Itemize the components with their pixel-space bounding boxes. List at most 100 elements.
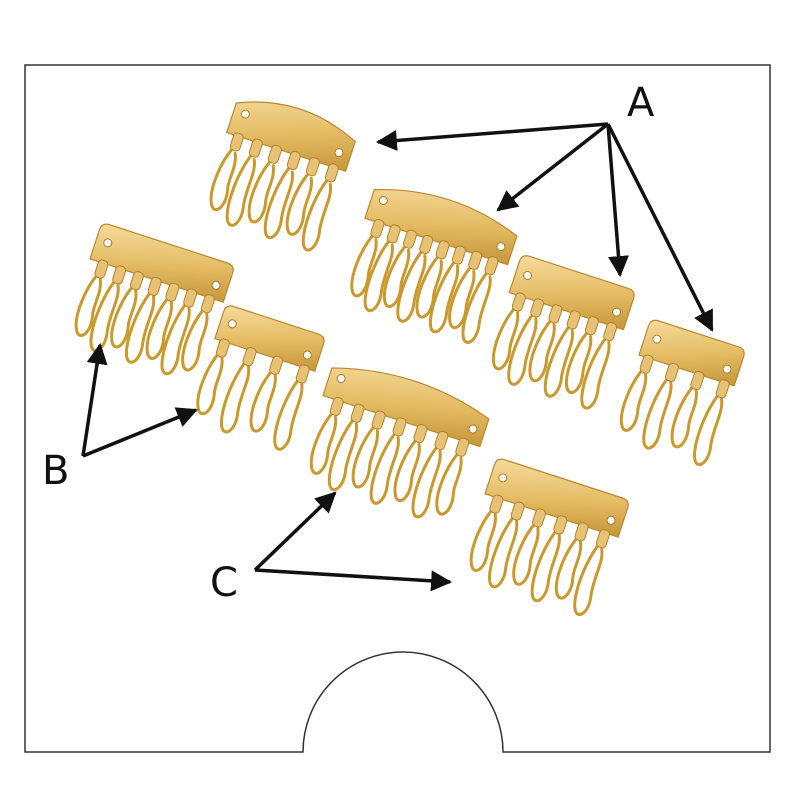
hinge-knuckle (468, 250, 483, 270)
key-hook (209, 143, 238, 212)
key-hook (528, 314, 557, 383)
brass-plate (638, 319, 745, 387)
hinge-knuckle (574, 522, 589, 542)
key-holder-group (74, 101, 745, 617)
key-hook (415, 251, 444, 319)
hinge-knuckle (200, 294, 215, 314)
key-hook (350, 229, 378, 298)
mount-hole (378, 196, 388, 206)
hinge-knuckle (392, 417, 407, 437)
holder-b2 (196, 305, 325, 451)
hinge-knuckle (324, 163, 339, 183)
frame-outline (24, 64, 771, 753)
holder-c1 (309, 367, 490, 519)
mount-hole (211, 280, 221, 290)
key-hook (573, 539, 604, 617)
hinge-knuckle (112, 265, 127, 285)
key-hook (512, 518, 540, 586)
arrow-a2 (496, 122, 610, 212)
hinge-knuckle (484, 256, 499, 276)
mount-hole (468, 424, 478, 434)
key-hook (249, 365, 278, 433)
key-hook (219, 356, 251, 434)
hinge-knuckle (386, 224, 401, 244)
holder-b1 (74, 223, 234, 376)
key-hook (565, 326, 593, 395)
key-hook (225, 149, 257, 227)
brass-plate (364, 189, 518, 266)
arrow-group (81, 122, 714, 592)
mount-hole (103, 238, 113, 248)
mount-hole (334, 148, 344, 158)
key-hook (263, 162, 295, 240)
brass-plate (225, 101, 356, 172)
hinge-knuckle (715, 379, 730, 399)
key-hook (530, 525, 562, 603)
key-hook (543, 320, 575, 398)
key-hook (124, 286, 156, 364)
key-hook (74, 269, 103, 337)
hinge-knuckle (295, 364, 310, 384)
key-hook (448, 261, 476, 330)
hinge-knuckle (413, 424, 428, 444)
key-hook (396, 245, 427, 323)
key-hook (247, 156, 276, 224)
key-hook (285, 168, 314, 236)
key-hook (110, 281, 138, 349)
hinge-knuckle (329, 396, 344, 417)
hinge-knuckle (94, 259, 109, 279)
hinge-knuckle (690, 370, 705, 391)
hinge-knuckle (435, 240, 450, 260)
brass-plate (508, 255, 635, 331)
hinge-knuckle (165, 282, 180, 302)
mount-hole (498, 473, 508, 483)
mount-hole (302, 350, 312, 360)
mount-hole (240, 109, 250, 119)
hinge-knuckle (455, 437, 470, 457)
arrow-a1 (375, 122, 609, 151)
key-hook (382, 240, 411, 308)
hinge-knuckle (248, 138, 263, 158)
key-hook (491, 302, 520, 371)
key-hook (488, 511, 519, 589)
label-c: C (210, 560, 238, 606)
hinge-knuckle (183, 288, 198, 308)
hinge-knuckle (147, 276, 162, 296)
hinge-knuckle (530, 298, 545, 318)
key-hook (461, 267, 493, 344)
arrow-c1 (253, 491, 337, 572)
hinge-knuckle (215, 338, 230, 358)
hinge-knuckle (129, 271, 144, 291)
key-hook (160, 298, 192, 376)
hinge-knuckle (489, 494, 504, 514)
hinge-knuckle (451, 245, 466, 265)
key-hook (309, 407, 338, 475)
holder-c2 (469, 458, 629, 617)
arrow-a3 (606, 123, 629, 278)
holder-a3 (491, 255, 635, 410)
hinge-knuckle (548, 304, 563, 324)
holder-a2 (350, 189, 518, 344)
hinge-knuckle (419, 234, 434, 255)
hinge-knuckle (566, 310, 581, 330)
hinge-knuckle (434, 430, 449, 450)
key-hook (642, 372, 673, 450)
mount-hole (522, 271, 532, 281)
hinge-knuckle (584, 316, 599, 336)
hinge-knuckle (242, 347, 257, 367)
brass-plate (484, 458, 629, 538)
brass-plate (322, 367, 490, 448)
hinge-knuckle (267, 144, 282, 164)
mount-hole (722, 364, 732, 374)
key-hook (619, 364, 648, 432)
key-hook (435, 448, 463, 516)
key-hook (351, 421, 380, 489)
key-hook (369, 427, 401, 505)
mount-hole (496, 242, 506, 252)
key-hook (580, 332, 611, 410)
holder-a1 (209, 101, 356, 252)
mount-hole (227, 319, 237, 329)
key-hook (327, 414, 359, 492)
label-a: A (627, 80, 655, 126)
